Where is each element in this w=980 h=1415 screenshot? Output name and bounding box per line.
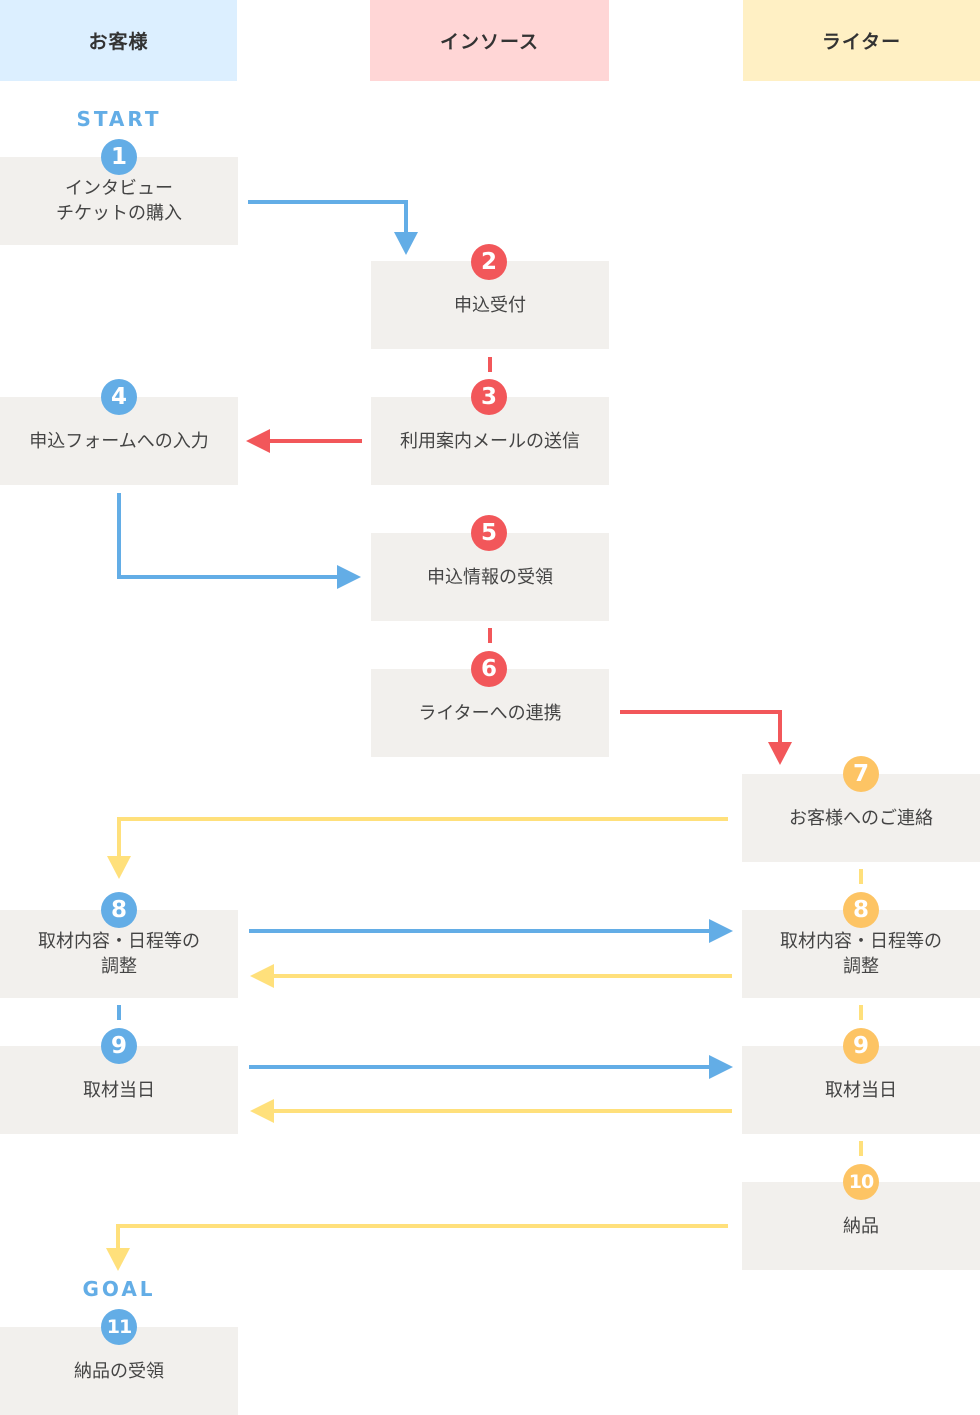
step-number-badge: 5 xyxy=(471,515,507,551)
arrowhead-9-to-customer xyxy=(250,1099,274,1123)
step-number-badge: 8 xyxy=(101,892,137,928)
step-number-badge: 11 xyxy=(101,1309,137,1345)
step-number-badge: 8 xyxy=(843,892,879,928)
lane-header-customer: お客様 xyxy=(0,0,237,81)
step-number-badge: 9 xyxy=(843,1028,879,1064)
lane-header-insource: インソース xyxy=(370,0,609,81)
arrow-10-to-11 xyxy=(116,1224,728,1250)
arrowhead-8-to-customer xyxy=(250,964,274,988)
step-number-badge: 2 xyxy=(471,244,507,280)
goal-label: GOAL xyxy=(82,1277,156,1301)
arrowhead-9-to-writer xyxy=(709,1055,733,1079)
arrowhead-3-to-4 xyxy=(246,429,270,453)
arrowhead-7-to-8 xyxy=(107,856,131,879)
step-number-badge: 6 xyxy=(471,651,507,687)
arrowhead-1-to-2 xyxy=(394,232,418,255)
step-number-badge: 3 xyxy=(471,379,507,415)
arrowhead-10-to-11 xyxy=(106,1248,130,1271)
arrow-1-to-2 xyxy=(248,200,408,236)
step-number-badge: 7 xyxy=(843,756,879,792)
step-number-badge: 4 xyxy=(101,379,137,415)
arrowhead-4-to-5 xyxy=(337,565,361,589)
arrowhead-8-to-writer xyxy=(709,919,733,943)
arrow-4-to-5 xyxy=(117,493,338,579)
arrow-7-to-8 xyxy=(117,817,728,857)
step-box: 申込情報の受領 xyxy=(371,533,609,621)
lane-header-writer: ライター xyxy=(743,0,980,81)
arrowhead-6-to-7 xyxy=(768,742,792,765)
step-number-badge: 10 xyxy=(843,1164,879,1200)
arrow-6-to-7 xyxy=(620,710,782,745)
step-number-badge: 9 xyxy=(101,1028,137,1064)
start-label: START xyxy=(76,107,162,131)
step-number-badge: 1 xyxy=(101,139,137,175)
